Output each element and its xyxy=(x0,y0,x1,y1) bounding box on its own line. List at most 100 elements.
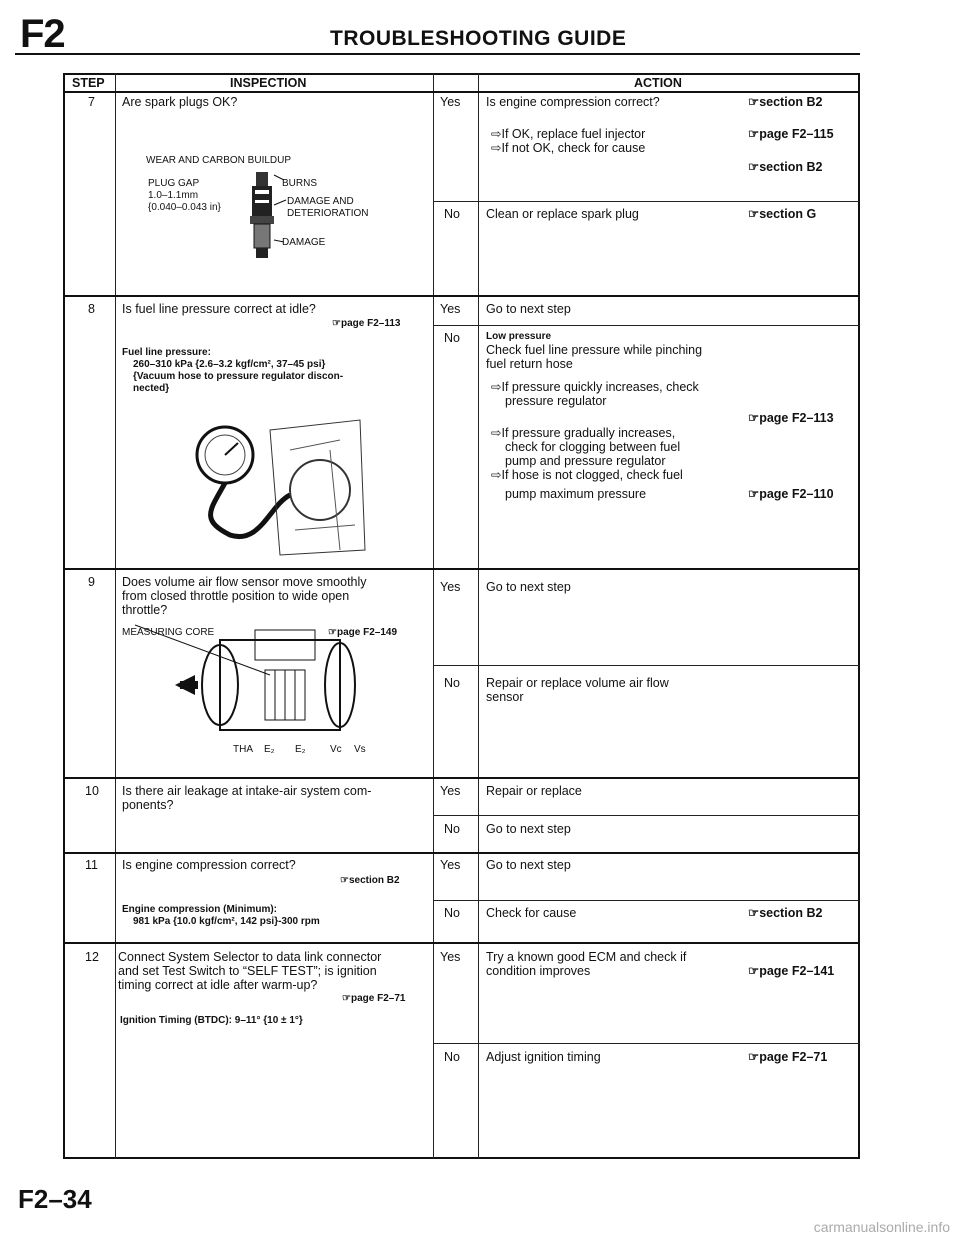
no-label: No xyxy=(444,207,460,221)
figure-label: DAMAGE AND xyxy=(287,196,354,207)
action-text: fuel return hose xyxy=(486,357,573,371)
terminal-label: Vc xyxy=(330,744,342,755)
no-label: No xyxy=(444,331,460,345)
action-text: condition improves xyxy=(486,964,591,978)
step-number: 11 xyxy=(85,858,98,872)
air-flow-sensor-illustration xyxy=(134,624,356,731)
figure-label: WEAR AND CARBON BUILDUP xyxy=(146,155,292,166)
yes-no-divider xyxy=(433,1043,860,1044)
no-label: No xyxy=(444,676,460,690)
action-text: Check for cause xyxy=(486,906,577,920)
spec-value: {Vacuum hose to pressure regulator disco… xyxy=(133,371,344,382)
action-text: Repair or replace volume air flow xyxy=(486,676,669,690)
figure-label: 1.0–1.1mm xyxy=(148,190,199,201)
terminal-label: THA xyxy=(233,744,253,755)
action-text: check for clogging between fuel xyxy=(505,440,681,454)
reference-link: ☞page F2–113 xyxy=(748,411,834,425)
fuel-pressure-gauge-illustration xyxy=(195,419,366,556)
spec-label: Engine compression (Minimum): xyxy=(122,904,278,915)
yes-label: Yes xyxy=(440,858,461,872)
yes-label: Yes xyxy=(440,95,461,109)
reference-link: ☞page F2–149 xyxy=(328,627,397,638)
inspection-question: ponents? xyxy=(122,798,174,812)
row-divider xyxy=(63,942,860,944)
yes-no-divider xyxy=(433,325,860,326)
yes-no-divider xyxy=(433,900,860,901)
action-text: ⇨If OK, replace fuel injector xyxy=(491,127,646,141)
col-header-action: ACTION xyxy=(634,76,682,90)
col-divider xyxy=(478,73,479,1159)
action-text: Go to next step xyxy=(486,580,571,594)
reference-link: ☞page F2–71 xyxy=(342,993,406,1004)
troubleshooting-table xyxy=(63,73,860,1159)
yes-no-divider xyxy=(433,815,860,816)
terminal-label: Vs xyxy=(354,744,366,755)
figure-label: PLUG GAP xyxy=(148,178,200,189)
action-text: ⇨If pressure gradually increases, xyxy=(491,426,676,440)
page-number: F2–34 xyxy=(18,1184,92,1214)
action-text: ⇨If not OK, check for cause xyxy=(491,141,646,155)
row-divider xyxy=(63,91,860,93)
spec-value: Ignition Timing (BTDC): 9–11° {10 ± 1°} xyxy=(120,1015,303,1026)
header-rule xyxy=(15,53,860,55)
inspection-question: Is there air leakage at intake-air syste… xyxy=(122,784,372,798)
yes-no-divider xyxy=(433,201,860,202)
step-number: 8 xyxy=(88,302,95,316)
action-text: Is engine compression correct? xyxy=(486,95,660,109)
action-text: Try a known good ECM and check if xyxy=(486,950,687,964)
reference-link: ☞page F2–113 xyxy=(332,318,401,329)
no-label: No xyxy=(444,822,460,836)
inspection-question: throttle? xyxy=(122,603,168,617)
spec-value: 260–310 kPa {2.6–3.2 kgf/cm², 37–45 psi} xyxy=(133,359,326,370)
action-text: pump maximum pressure xyxy=(505,487,647,501)
step-number: 7 xyxy=(88,95,95,109)
action-text: Adjust ignition timing xyxy=(486,1050,601,1064)
inspection-question: Are spark plugs OK? xyxy=(122,95,238,109)
reference-link: ☞section B2 xyxy=(748,95,823,109)
action-text: pressure regulator xyxy=(505,394,607,408)
spark-plug-illustration xyxy=(250,172,287,258)
action-text: ⇨If hose is not clogged, check fuel xyxy=(491,468,683,482)
yes-label: Yes xyxy=(440,580,461,594)
row-divider xyxy=(63,295,860,297)
action-text: Clean or replace spark plug xyxy=(486,207,639,221)
page-title: TROUBLESHOOTING GUIDE xyxy=(330,27,627,50)
figure-label: BURNS xyxy=(282,178,318,189)
figure-label: DETERIORATION xyxy=(287,208,369,219)
row-divider xyxy=(63,852,860,854)
spec-label: Fuel line pressure: xyxy=(122,347,211,358)
col-header-inspection: INSPECTION xyxy=(230,76,307,90)
reference-link: ☞page F2–141 xyxy=(748,964,835,978)
yes-label: Yes xyxy=(440,950,461,964)
figure-label: DAMAGE xyxy=(282,237,326,248)
yes-no-divider xyxy=(433,665,860,666)
figure-label: {0.040–0.043 in} xyxy=(148,202,221,213)
reference-link: ☞section G xyxy=(748,207,817,221)
inspection-question: and set Test Switch to “SELF TEST”; is i… xyxy=(118,964,377,978)
inspection-question: Does volume air flow sensor move smoothl… xyxy=(122,575,367,589)
no-label: No xyxy=(444,906,460,920)
spec-value: nected} xyxy=(133,383,170,394)
inspection-question: Connect System Selector to data link con… xyxy=(118,950,382,964)
reference-link: ☞section B2 xyxy=(748,160,823,174)
inspection-question: timing correct at idle after warm-up? xyxy=(118,978,318,992)
yes-label: Yes xyxy=(440,784,461,798)
action-text: ⇨If pressure quickly increases, check xyxy=(491,380,699,394)
action-text: Go to next step xyxy=(486,822,571,836)
inspection-question: Is fuel line pressure correct at idle? xyxy=(122,302,316,316)
step-number: 10 xyxy=(85,784,99,798)
action-text: Repair or replace xyxy=(486,784,582,798)
reference-link: ☞page F2–110 xyxy=(748,487,834,501)
action-text: Go to next step xyxy=(486,302,571,316)
no-label: No xyxy=(444,1050,460,1064)
action-text: pump and pressure regulator xyxy=(505,454,666,468)
row-divider xyxy=(63,777,860,779)
row-divider xyxy=(63,568,860,570)
reference-link: ☞page F2–71 xyxy=(748,1050,828,1064)
col-divider xyxy=(115,73,116,1159)
action-text: sensor xyxy=(486,690,524,704)
inspection-question: Is engine compression correct? xyxy=(122,858,296,872)
yes-label: Yes xyxy=(440,302,461,316)
reference-link: ☞section B2 xyxy=(748,906,823,920)
step-number: 12 xyxy=(85,950,99,964)
